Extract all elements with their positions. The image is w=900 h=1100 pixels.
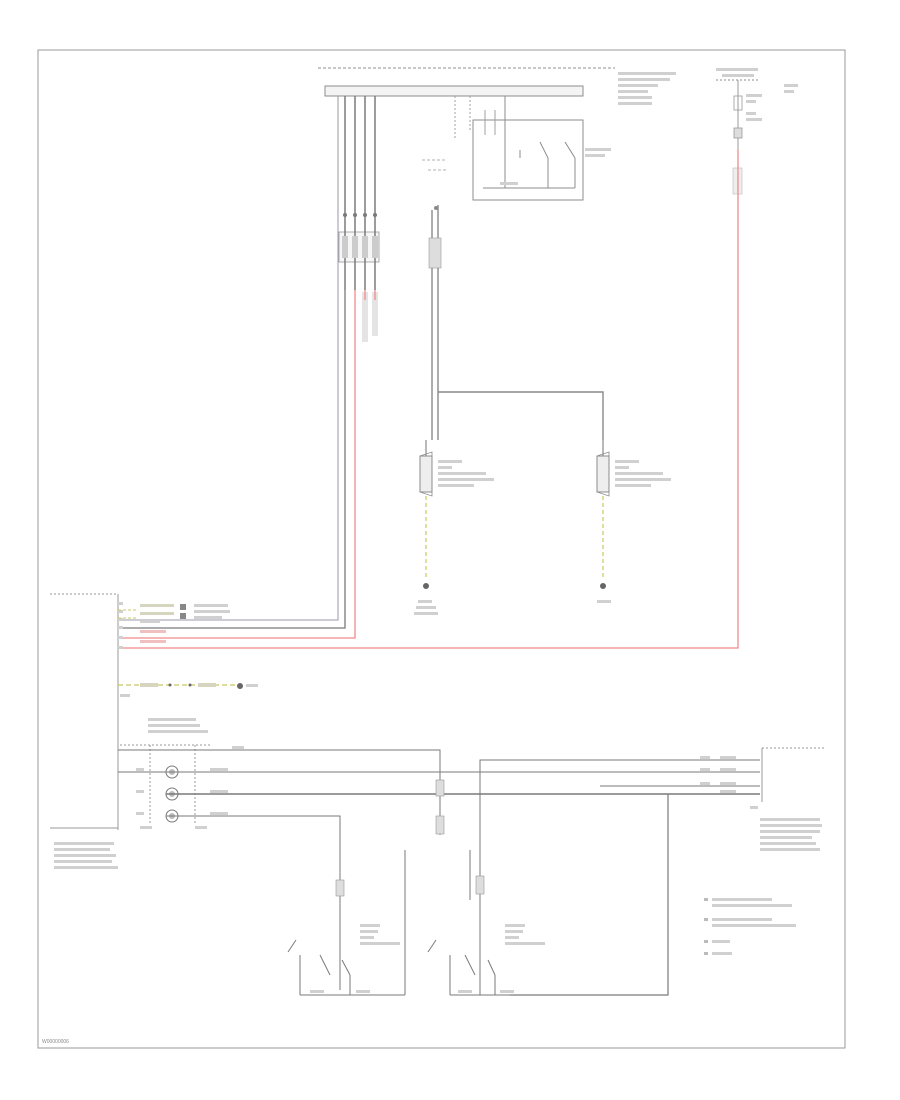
steering-column-module bbox=[118, 718, 668, 829]
multifunction-module bbox=[700, 747, 825, 851]
right-switch bbox=[427, 850, 545, 996]
left-switch bbox=[287, 850, 406, 996]
horn-contact-switch bbox=[422, 96, 611, 201]
legend bbox=[704, 898, 796, 955]
bus-bar bbox=[318, 67, 615, 210]
column-to-switch-wires bbox=[232, 749, 760, 996]
left-horn bbox=[414, 440, 494, 615]
diagram-id: W00000006 bbox=[42, 1039, 69, 1045]
ground-module bbox=[118, 683, 258, 697]
fuse-box bbox=[118, 68, 798, 649]
steering-module-label bbox=[618, 72, 676, 105]
right-horn bbox=[596, 440, 671, 603]
harness-connector bbox=[338, 210, 380, 342]
ground-left-horn-symbol bbox=[423, 583, 429, 589]
ground-module-symbol bbox=[237, 683, 243, 689]
horn-feed-wire bbox=[428, 205, 604, 440]
steering-module bbox=[50, 593, 230, 869]
harness-wires bbox=[118, 210, 376, 639]
ground-right-horn-symbol bbox=[600, 583, 606, 589]
diagram-frame bbox=[37, 49, 846, 1049]
